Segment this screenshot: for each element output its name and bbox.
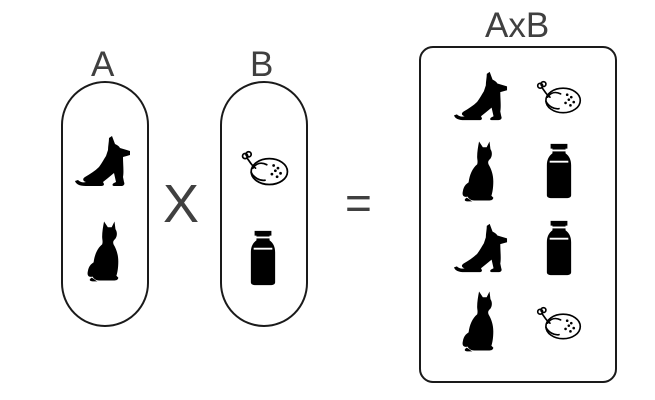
milk-bottle-icon xyxy=(545,143,573,199)
product-set-container xyxy=(419,46,617,383)
milk-bottle-icon xyxy=(249,230,277,286)
equals-operator: = xyxy=(345,177,372,229)
chicken-icon xyxy=(534,306,584,342)
chicken-icon xyxy=(239,150,291,188)
set-a-label: A xyxy=(91,45,115,84)
set-a-container xyxy=(61,81,149,327)
dog-icon xyxy=(452,70,510,124)
set-b-label: B xyxy=(250,45,274,84)
cat-icon xyxy=(86,220,124,282)
milk-bottle-icon xyxy=(545,220,573,276)
dog-icon xyxy=(452,222,510,276)
dog-icon xyxy=(73,134,133,190)
set-b-container xyxy=(220,81,308,327)
times-operator: X xyxy=(163,174,200,234)
product-label: AxB xyxy=(485,6,550,45)
cat-icon xyxy=(461,140,499,202)
cat-icon xyxy=(461,290,499,352)
chicken-icon xyxy=(534,80,584,116)
